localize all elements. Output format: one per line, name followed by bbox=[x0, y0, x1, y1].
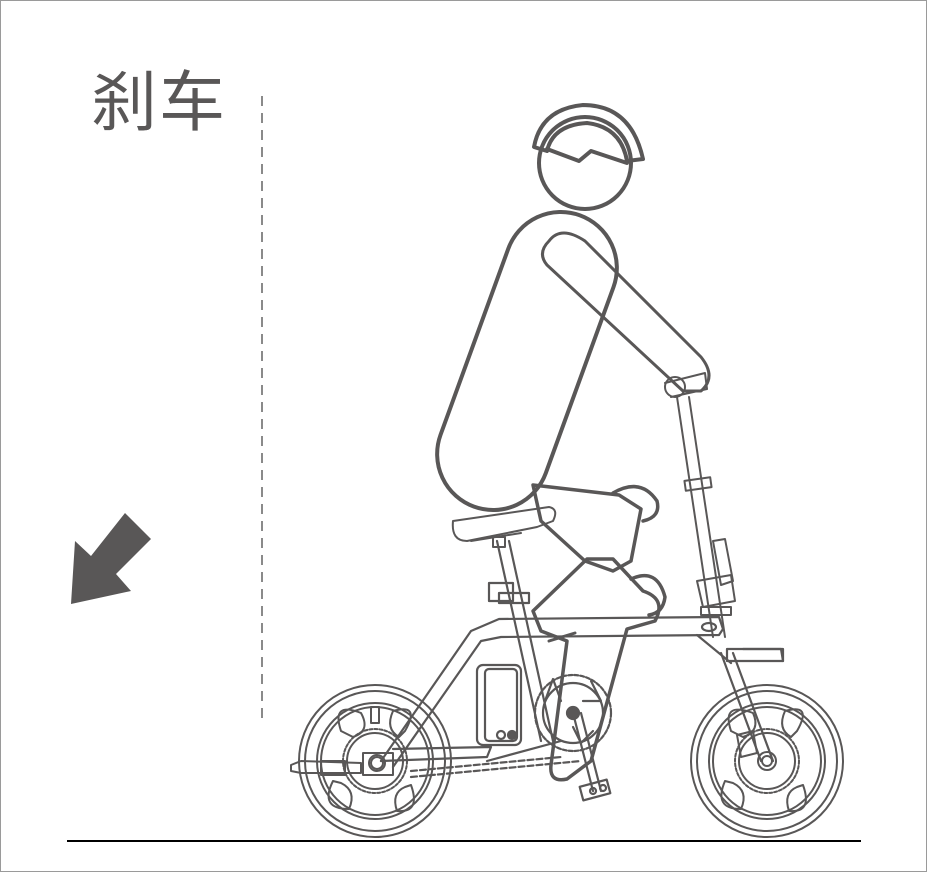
bike-frame bbox=[379, 539, 785, 802]
head bbox=[537, 115, 633, 211]
arrow-down-left-icon bbox=[71, 513, 151, 604]
arm bbox=[541, 231, 711, 393]
page-title: 刹车 bbox=[91, 64, 227, 141]
front-wheel bbox=[690, 684, 844, 838]
kickstand bbox=[290, 752, 394, 776]
thigh bbox=[531, 483, 643, 573]
lower-leg bbox=[531, 557, 661, 782]
bike-group bbox=[290, 372, 844, 838]
helmet bbox=[532, 103, 645, 163]
torso bbox=[435, 209, 619, 513]
rider bbox=[435, 103, 711, 782]
handlebar-stem bbox=[664, 372, 736, 638]
